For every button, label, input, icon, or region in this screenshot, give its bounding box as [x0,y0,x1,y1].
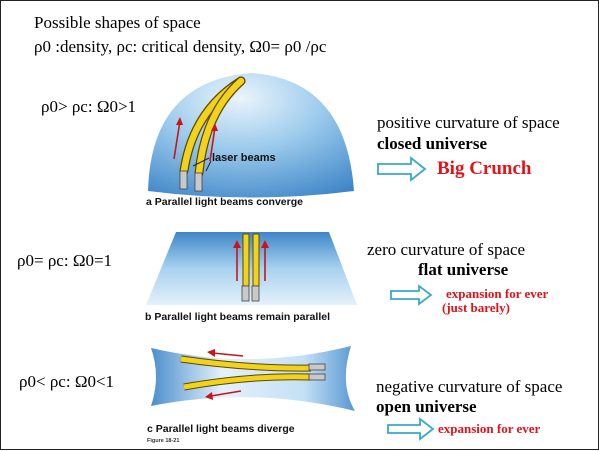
red-arrows-a [173,117,218,162]
fate-expansion-flat: expansion for ever [446,286,549,301]
slide-title: Possible shapes of space [34,13,201,32]
definitions-line: ρ0 :density, ρc: critical density, Ω0= ρ… [34,37,327,56]
fate-expansion-open: expansion for ever [438,421,541,436]
curvature-positive: positive curvature of space [377,113,560,132]
caption-c: c Parallel light beams diverge [147,423,295,435]
condition-closed: ρ0> ρc: Ω0>1 [41,97,137,116]
outline-arrow-a [377,156,427,182]
sphere-surface [148,73,354,198]
curvature-negative: negative curvature of space [376,377,563,396]
red-arrows-c [205,349,244,400]
fate-big-crunch: Big Crunch [437,158,532,179]
laser-pointer-line [192,157,212,172]
laser-beams-label: laser beams [212,152,276,164]
converging-beams [179,76,246,192]
caption-b: b Parallel light beams remain parallel [145,311,330,323]
flat-surface [146,232,357,305]
universe-open: open universe [376,397,477,416]
condition-flat: ρ0= ρc: Ω0=1 [17,251,113,270]
figure-label: Figure 18-21 [147,438,180,444]
parallel-beams [241,233,260,302]
fate-note-flat: (just barely) [442,300,511,315]
diverging-beams [180,355,326,391]
universe-closed: closed universe [377,134,488,153]
caption-a: a Parallel light beams converge [146,196,303,208]
red-arrows-b [233,240,269,281]
outline-arrow-b [390,284,433,306]
universe-flat: flat universe [418,260,509,279]
curvature-zero: zero curvature of space [367,240,526,259]
outline-arrow-c [387,417,435,441]
condition-open: ρ0< ρc: Ω0<1 [19,372,115,391]
